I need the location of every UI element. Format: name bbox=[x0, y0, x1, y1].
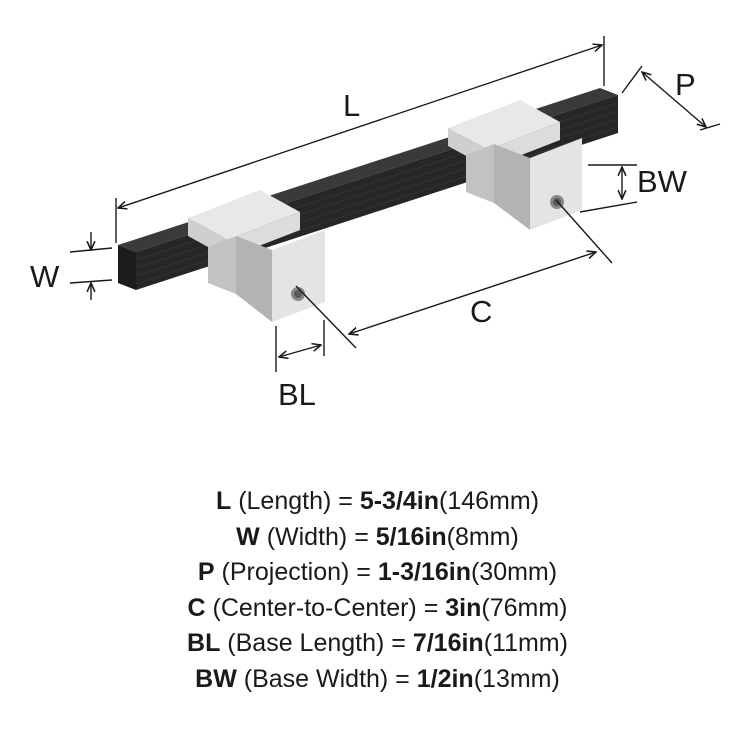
spec-base-width: BW (Base Width) = 1/2in(13mm) bbox=[0, 662, 755, 698]
spec-name: (Projection) = bbox=[214, 558, 378, 586]
label-C: C bbox=[470, 294, 492, 329]
spec-name: (Width) = bbox=[259, 522, 376, 551]
spec-value: 1-3/16in bbox=[377, 558, 471, 586]
spec-code: BW bbox=[195, 664, 237, 693]
label-BW: BW bbox=[637, 164, 688, 199]
spec-metric: (8mm) bbox=[446, 522, 519, 551]
dimension-diagram: L W P BW C BL bbox=[30, 36, 721, 412]
label-W: W bbox=[30, 259, 60, 294]
label-P: P bbox=[675, 67, 696, 102]
spec-code: P bbox=[197, 558, 215, 586]
spec-value: 1/2in bbox=[416, 664, 474, 693]
spec-name: (Center-to-Center) = bbox=[205, 593, 446, 622]
spec-metric: (13mm) bbox=[473, 664, 560, 693]
spec-value: 3in bbox=[445, 593, 482, 622]
specifications-list: L (Length) = 5-3/4in(146mm) W (Width) = … bbox=[0, 484, 755, 697]
label-BL: BL bbox=[278, 377, 316, 412]
label-L: L bbox=[343, 88, 360, 123]
spec-code: C bbox=[187, 593, 206, 622]
spec-metric: (11mm) bbox=[483, 629, 568, 657]
spec-value: 5/16in bbox=[375, 522, 447, 551]
spec-name: (Base Length) = bbox=[220, 629, 413, 657]
spec-code: L bbox=[215, 487, 232, 515]
spec-name: (Base Width) = bbox=[236, 664, 417, 693]
spec-length: L (Length) = 5-3/4in(146mm) bbox=[0, 484, 755, 520]
spec-name: (Length) = bbox=[231, 487, 360, 515]
spec-metric: (30mm) bbox=[470, 558, 558, 586]
spec-width: W (Width) = 5/16in(8mm) bbox=[0, 520, 755, 556]
spec-center-to-center: C (Center-to-Center) = 3in(76mm) bbox=[0, 591, 755, 627]
spec-metric: (76mm) bbox=[481, 593, 568, 622]
left-base bbox=[188, 190, 325, 322]
spec-code: BL bbox=[187, 629, 221, 657]
spec-base-length: BL (Base Length) = 7/16in(11mm) bbox=[0, 626, 755, 662]
spec-value: 5-3/4in bbox=[359, 487, 440, 515]
spec-projection: P (Projection) = 1-3/16in(30mm) bbox=[0, 555, 755, 591]
spec-metric: (146mm) bbox=[439, 487, 540, 515]
dimension-lines bbox=[69, 36, 721, 372]
spec-value: 7/16in bbox=[412, 629, 484, 657]
spec-code: W bbox=[236, 522, 260, 551]
